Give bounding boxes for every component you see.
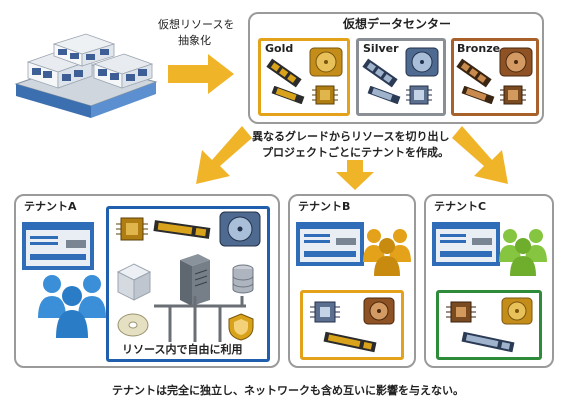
ram-icon [454, 58, 494, 88]
arrow-down-left-icon [196, 126, 252, 186]
cpu-icon [312, 82, 338, 108]
app-window-icon [22, 222, 94, 270]
cpu-icon [406, 82, 432, 108]
datacenter-title: 仮想データセンター [343, 17, 452, 31]
abstract-arrow-icon [168, 54, 234, 94]
cpu-icon [310, 298, 340, 326]
disc-icon [116, 312, 150, 338]
users-icon [36, 270, 108, 342]
server-cluster-illustration [6, 22, 166, 122]
users-icon [362, 226, 412, 278]
cpu-icon [446, 298, 476, 326]
tenant-a-title: テナントA [24, 200, 77, 213]
ram-icon [322, 330, 378, 354]
arrow-down-right-icon [452, 126, 508, 186]
network-lines-icon [150, 296, 250, 344]
app-window-icon [432, 222, 500, 266]
grade-bronze-label: Bronze [457, 42, 501, 55]
server-tower-icon [176, 252, 212, 308]
carve-caption-line1: 異なるグレードからリソースを切り出し [252, 130, 450, 143]
carve-caption-line2: プロジェクトごとにテナントを作成。 [262, 146, 449, 159]
app-window-icon [296, 222, 364, 266]
hdd-icon [404, 46, 440, 78]
ram-icon [460, 330, 516, 354]
hdd-icon [500, 296, 534, 326]
vm-box-icon [116, 262, 152, 302]
ram-icon [460, 86, 496, 104]
tenant-c-title: テナントC [434, 200, 487, 213]
ram-icon [270, 86, 306, 104]
tenant-b-title: テナントB [298, 200, 351, 213]
ram-icon [360, 58, 400, 88]
ram-icon [264, 58, 304, 88]
tenant-a-box-caption: リソース内で自由に利用 [122, 343, 243, 356]
hdd-icon [362, 296, 396, 326]
cpu-icon [500, 82, 526, 108]
hdd-icon [218, 210, 262, 248]
security-shield-icon [226, 312, 256, 342]
footer-caption: テナントは完全に独立し、ネットワークも含め互いに影響を与えない。 [112, 384, 464, 397]
users-icon [498, 226, 548, 278]
arrow-down-icon [336, 160, 374, 190]
ram-icon [152, 216, 212, 242]
hdd-icon [308, 46, 344, 78]
grade-silver-label: Silver [363, 42, 399, 55]
database-icon [232, 264, 254, 294]
ram-icon [366, 86, 402, 104]
abstract-label-line2: 抽象化 [178, 34, 211, 47]
grade-gold-label: Gold [265, 42, 294, 55]
cpu-icon [116, 214, 148, 244]
abstract-label-line1: 仮想リソースを [158, 18, 235, 31]
hdd-icon [498, 46, 534, 78]
